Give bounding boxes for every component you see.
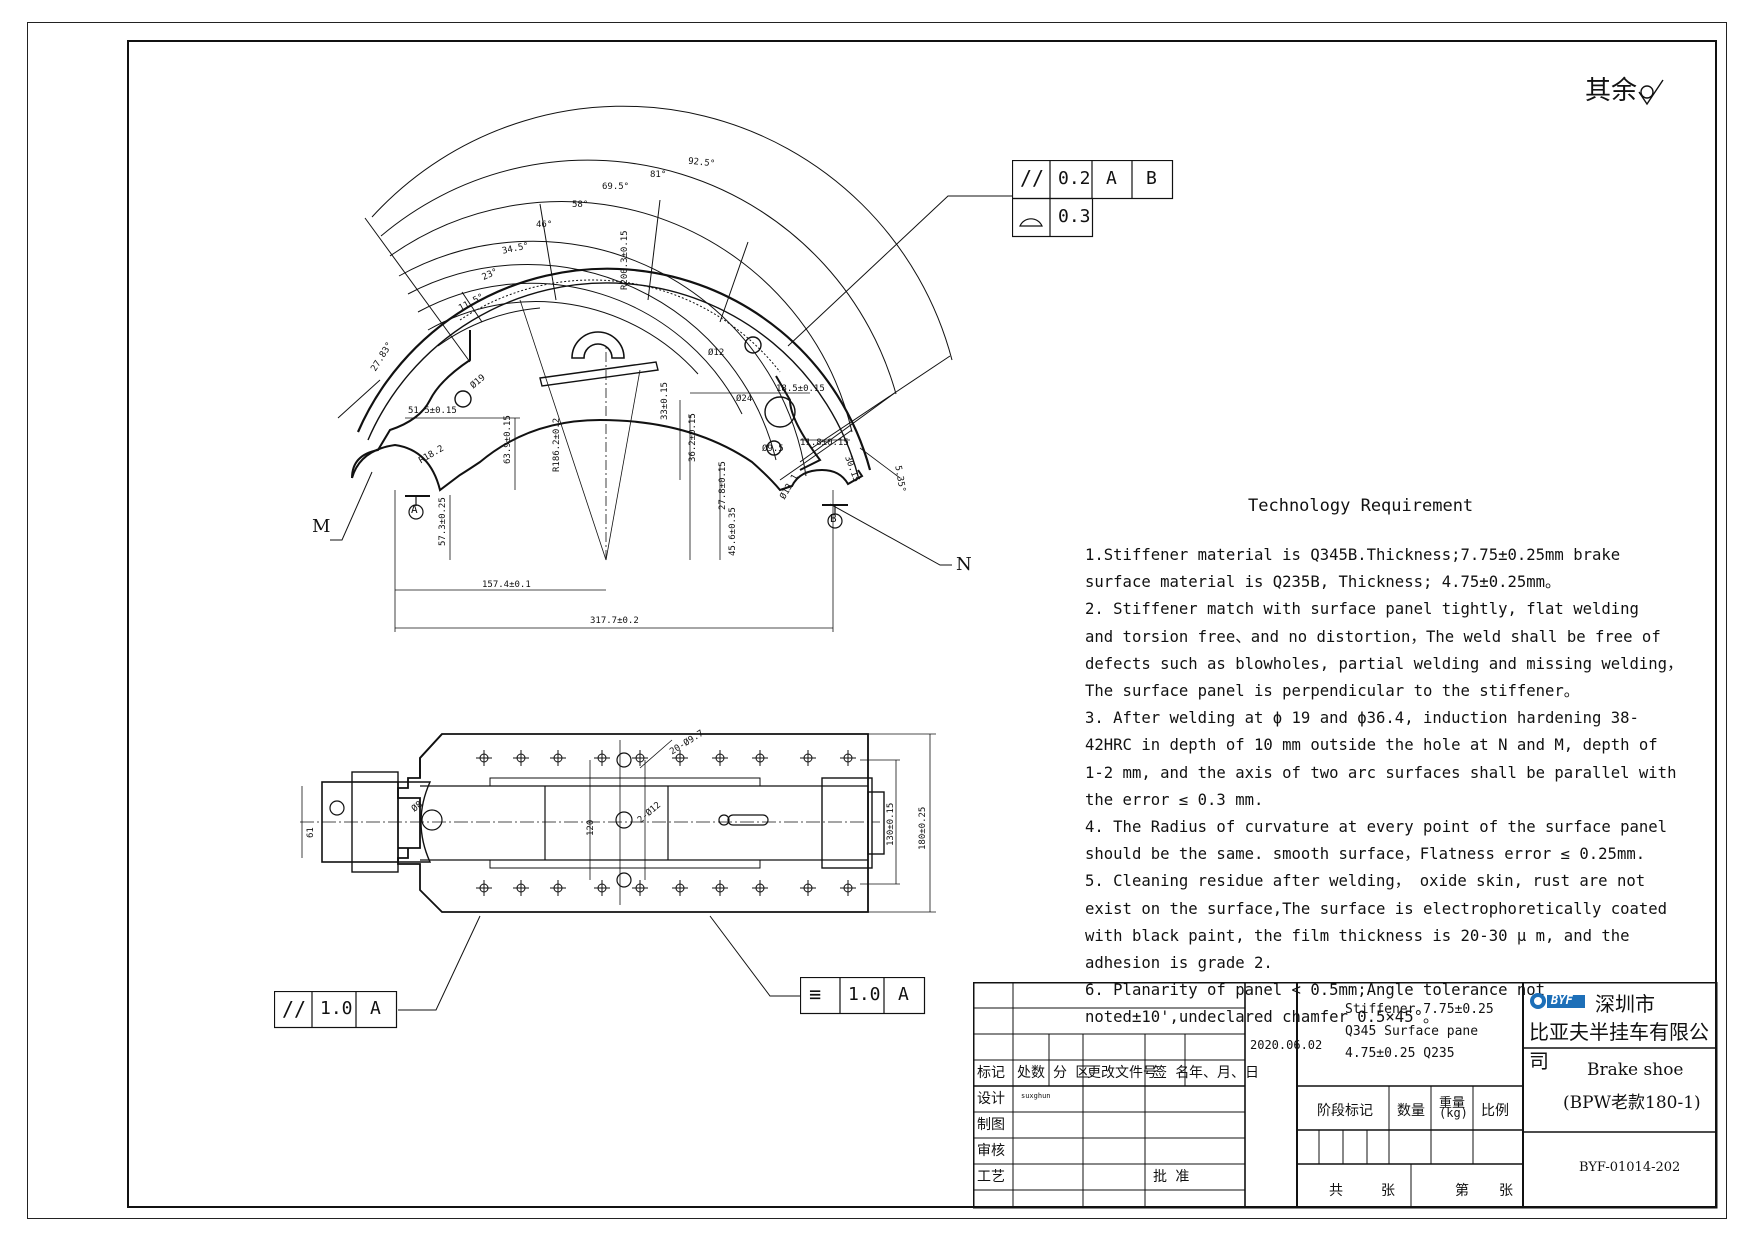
stage-header: (kg) xyxy=(1439,1106,1468,1120)
material-line: 4.75±0.25 Q235 xyxy=(1345,1046,1455,1061)
rev-header: 年、月、日 xyxy=(1189,1065,1259,1081)
rev-header: 处数 xyxy=(1017,1065,1045,1081)
dimension-label: 11.8±0.15 xyxy=(800,438,849,448)
title-block: 2020.06.02 标记 处数 分 区 更改文件号 签 名 年、月、日 设计 … xyxy=(973,982,1718,1209)
dimension-label: 130±0.15 xyxy=(886,802,896,846)
role-label: 设计 xyxy=(977,1091,1005,1107)
drawing-number: BYF-01014-202 xyxy=(1579,1160,1681,1175)
stage-header: 数量 xyxy=(1397,1103,1425,1119)
stage-header: 重量 xyxy=(1439,1096,1466,1111)
rev-header: 更改文件号 xyxy=(1087,1065,1157,1081)
parallelism-value: 0.2 xyxy=(1058,168,1091,189)
dimension-label: 157.4±0.1 xyxy=(482,580,531,590)
point-n-label: N xyxy=(956,554,972,575)
dimension-label: 33±0.15 xyxy=(660,382,670,420)
tolerance-frame-left: // 1.0 A xyxy=(274,991,398,1029)
role-label: 制图 xyxy=(977,1117,1005,1133)
tolerance-frame-right: ≡ 1.0 A xyxy=(800,977,926,1015)
angle-label: 69.5° xyxy=(602,182,630,192)
rev-header: 标记 xyxy=(977,1065,1005,1081)
stage-header: 阶段标记 xyxy=(1317,1103,1373,1119)
dimension-label: 18.5±0.15 xyxy=(776,384,825,394)
angle-label: 81° xyxy=(650,170,667,180)
company-logo-icon: BYF xyxy=(1529,991,1585,1009)
angle-dimension-arcs xyxy=(337,105,953,481)
part-name: Brake shoe xyxy=(1587,1060,1684,1080)
symmetry-value: 1.0 xyxy=(848,984,881,1005)
tech-requirement-title: Technology Requirement xyxy=(1248,496,1474,516)
tech-requirement-item: 4. The Radius of curvature at every poin… xyxy=(1085,818,1677,864)
dimension-label: 61 xyxy=(306,827,316,838)
tech-requirement-item: 1.Stiffener material is Q345B.Thickness;… xyxy=(1085,546,1630,592)
brake-shoe-plan-view xyxy=(300,733,936,1011)
dimension-label: Ø9.5 xyxy=(762,444,784,454)
stage-header: 比例 xyxy=(1481,1103,1509,1119)
revision-date: 2020.06.02 xyxy=(1250,1038,1323,1052)
dimension-label: 27.8±0.15 xyxy=(718,461,728,510)
approve-label: 批 准 xyxy=(1153,1169,1190,1185)
angle-label: 46° xyxy=(536,220,553,230)
sheets-label: 第 xyxy=(1455,1183,1469,1199)
role-label: 审核 xyxy=(977,1143,1005,1159)
dimension-label: 120 xyxy=(586,819,596,836)
dimension-label: Ø24 xyxy=(736,394,753,404)
dimension-label: 317.7±0.2 xyxy=(590,616,639,626)
sheets-label: 张 xyxy=(1381,1183,1395,1199)
datum-a-ref: A xyxy=(1106,168,1117,189)
dimension-label: 51.5±0.15 xyxy=(408,406,457,416)
roughness-note: 其余 xyxy=(1585,70,1664,107)
point-m-label: M xyxy=(312,516,331,537)
company-name: 比亚夫半挂车有限公司 xyxy=(1529,1020,1709,1073)
datum-b-ref: B xyxy=(1146,168,1157,189)
symmetry-symbol: ≡ xyxy=(809,982,822,1006)
bolt-holes xyxy=(476,750,856,896)
datum-b-label: B xyxy=(830,512,837,525)
roughness-symbol-icon xyxy=(1637,78,1664,106)
dimension-label: R200.3±0.15 xyxy=(620,230,630,290)
roughness-note-text: 其余 xyxy=(1585,76,1638,106)
brake-shoe-side-view xyxy=(330,105,1012,632)
company-city: 深圳市 xyxy=(1595,992,1655,1016)
dimension-label: 36.2±0.15 xyxy=(688,413,698,462)
profile-value: 0.3 xyxy=(1058,206,1091,227)
dimension-label: 63.9±0.15 xyxy=(503,415,513,464)
material-line: Q345 Surface pane xyxy=(1345,1024,1479,1039)
datum-a-ref: A xyxy=(370,998,381,1019)
dimension-label: Ø12 xyxy=(708,348,725,358)
dimension-label: 180±0.25 xyxy=(918,806,928,850)
logo-text: BYF xyxy=(1551,993,1573,1007)
datum-a-ref: A xyxy=(898,984,909,1005)
designer-name: suxghun xyxy=(1021,1092,1051,1100)
role-label: 工艺 xyxy=(977,1169,1005,1185)
dimension-label: 57.3±0.25 xyxy=(438,497,448,546)
parallelism-symbol: // xyxy=(1020,166,1045,190)
datum-a-label: A xyxy=(411,503,418,516)
part-model: (BPW老款180-1) xyxy=(1563,1093,1701,1113)
sheets-label: 张 xyxy=(1499,1183,1513,1199)
parallelism-symbol: // xyxy=(282,997,307,1021)
rev-header: 签 名 xyxy=(1153,1065,1190,1081)
rev-header: 分 区 xyxy=(1053,1065,1090,1081)
tech-requirement-list: 1.Stiffener material is Q345B.Thickness;… xyxy=(1085,542,1685,1032)
tolerance-frame-top: // 0.2 A B 0.3 xyxy=(1012,160,1174,238)
dimension-label: 45.6±0.35 xyxy=(728,507,738,556)
material-line: Stiffener 7.75±0.25 xyxy=(1345,1002,1494,1017)
sheets-label: 共 xyxy=(1329,1183,1343,1199)
tech-requirement-item: 3. After welding at ϕ 19 and ϕ36.4, indu… xyxy=(1085,709,1686,809)
dimension-label: R186.2±0.2 xyxy=(552,417,562,472)
tech-requirement-item: 5. Cleaning residue after welding， oxide… xyxy=(1085,872,1677,973)
angle-label: 58° xyxy=(572,200,589,210)
outer-border xyxy=(27,22,1727,1219)
tech-requirement-item: 2. Stiffener match with surface panel ti… xyxy=(1085,600,1683,701)
parallelism-value: 1.0 xyxy=(320,998,353,1019)
inner-border xyxy=(127,40,1717,1208)
